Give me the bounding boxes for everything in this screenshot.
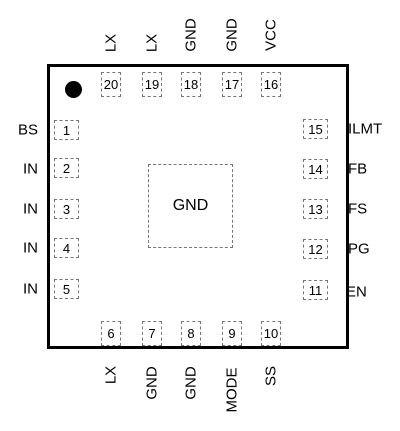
pin-pad-7: 7: [142, 321, 162, 346]
pin-number: 4: [62, 240, 71, 256]
pin-label-14: FB: [348, 160, 368, 178]
pin-label-19: LX: [143, 33, 161, 53]
pin-pad-3: 3: [54, 199, 79, 219]
pin-label-12: PG: [348, 240, 370, 258]
pin-pad-20: 20: [101, 72, 121, 97]
pin-pad-1: 1: [54, 120, 79, 140]
exposed-pad-label: GND: [172, 197, 209, 214]
pin-number: 13: [308, 201, 323, 217]
pin-pad-10: 10: [261, 321, 281, 346]
pin-label-16: VCC: [262, 19, 280, 51]
pin-pad-15: 15: [303, 119, 328, 139]
pin-number: 18: [183, 77, 199, 92]
pin-number: 2: [62, 160, 71, 176]
pin-label-9: MODE: [223, 367, 241, 413]
pin-label-15: ILMT: [348, 120, 383, 138]
pin-label-13: FS: [348, 200, 368, 218]
pin-pad-12: 12: [303, 239, 328, 259]
pin-pad-18: 18: [181, 72, 201, 97]
pin-label-5: IN: [23, 280, 38, 298]
pin-pad-8: 8: [181, 321, 201, 346]
pin-pad-17: 17: [222, 72, 242, 97]
pin-number: 3: [62, 201, 71, 217]
pin-number: 7: [148, 326, 156, 341]
pin-number: 6: [107, 326, 115, 341]
pin-number: 17: [224, 77, 240, 92]
pin-number: 20: [103, 77, 119, 92]
pin-label-1: BS: [17, 121, 38, 139]
pin-label-11: EN: [346, 283, 367, 301]
pin-pad-19: 19: [142, 72, 162, 97]
pin-pad-16: 16: [261, 72, 281, 97]
pin-number: 12: [308, 241, 323, 257]
pin-number: 9: [228, 326, 236, 341]
pin-number: 16: [263, 77, 279, 92]
pin-label-10: SS: [262, 365, 280, 387]
pin-pad-6: 6: [101, 321, 121, 346]
pin1-marker-dot: [65, 81, 82, 98]
pin-pad-13: 13: [303, 199, 328, 219]
pin-number: 1: [62, 122, 71, 138]
pin-label-2: IN: [23, 160, 38, 178]
pin-label-3: IN: [23, 200, 38, 218]
package-outline: [47, 64, 349, 349]
pin-label-17: GND: [223, 18, 241, 52]
pin-pad-2: 2: [54, 158, 79, 178]
exposed-pad: GND: [148, 164, 233, 248]
pin-label-20: LX: [102, 33, 120, 53]
pin-number: 11: [308, 282, 323, 298]
pin-number: 10: [263, 326, 279, 341]
pin-label-8: GND: [182, 366, 200, 400]
pin-pad-14: 14: [303, 159, 328, 179]
pin-number: 8: [187, 326, 195, 341]
pin-label-4: IN: [23, 239, 38, 257]
pin-label-18: GND: [182, 18, 200, 52]
pin-pad-5: 5: [54, 279, 79, 299]
pin-label-6: LX: [102, 365, 120, 385]
pin-number: 14: [308, 161, 323, 177]
pin-number: 5: [62, 281, 71, 297]
pin-number: 19: [144, 77, 160, 92]
pin-pad-4: 4: [54, 238, 79, 258]
pin-pad-11: 11: [303, 280, 328, 300]
pin-pad-9: 9: [222, 321, 242, 346]
pin-label-7: GND: [143, 366, 161, 400]
pin-number: 15: [308, 121, 323, 137]
